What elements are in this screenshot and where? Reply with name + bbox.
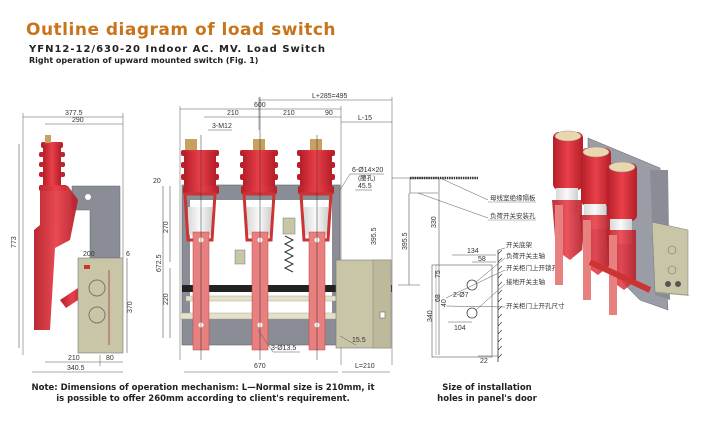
dim-670: 670 xyxy=(254,363,266,370)
dim-200: 200 xyxy=(83,251,95,258)
dim-210-side: 210 xyxy=(68,355,80,362)
caption-line-2: holes in panel's door xyxy=(437,394,537,404)
dim-3-d13-5: 3-Ø13.5 xyxy=(271,345,296,352)
front-view: L+285=495 600 210 210 90 L-15 3-M12 xyxy=(153,93,393,373)
dim-330: 330 xyxy=(431,216,438,228)
dim-672-5: 672.5 xyxy=(156,254,163,272)
dimension-note: Note: Dimensions of operation mechanism:… xyxy=(28,383,378,405)
dim-773: 773 xyxy=(11,236,18,248)
dim-l-plus-285: L+285=495 xyxy=(312,93,348,100)
dim-6: 6 xyxy=(126,251,130,258)
label-door-lock-hole: 开关柜门上开锁孔 xyxy=(506,263,559,272)
dim-pitch-2: 210 xyxy=(283,110,295,117)
dim-20: 20 xyxy=(153,178,161,185)
figure-subtitle: Right operation of upward mounted switch… xyxy=(29,56,259,65)
pole-2 xyxy=(240,97,278,360)
dim-holes: 6-Ø14×20 xyxy=(352,167,383,174)
panel-hole-view: 330 395.5 134 58 75 68 340 40 2-Ø7 104 2… xyxy=(392,176,565,365)
dim-270: 270 xyxy=(163,221,170,233)
dim-3-m12: 3-M12 xyxy=(212,123,232,130)
label-switch-base: 开关底架 xyxy=(506,240,533,249)
pole-3 xyxy=(297,135,335,360)
label-door-hole-size: 开关柜门上开孔尺寸 xyxy=(506,301,565,310)
label-load-switch-shaft: 负荷开关主轴 xyxy=(506,251,546,260)
note-line-2: is possible to offer 260mm according to … xyxy=(56,394,350,404)
dim-104: 104 xyxy=(454,325,466,332)
dim-340: 340 xyxy=(427,310,434,322)
dim-holes-note: (腰孔) xyxy=(358,174,375,182)
dim-80: 80 xyxy=(106,355,114,362)
label-earth-switch-shaft: 接地开关主轴 xyxy=(506,277,546,286)
dim-68: 68 xyxy=(435,294,442,302)
label-busbar-insulation: 母线室绝缘隔板 xyxy=(490,193,536,202)
dim-22: 22 xyxy=(480,358,488,365)
isometric-view xyxy=(552,130,690,315)
model-name: YFN12-12/630-20 Indoor AC. MV. Load Swit… xyxy=(29,44,327,55)
dim-377-5: 377.5 xyxy=(65,110,83,117)
dim-40: 40 xyxy=(441,299,448,307)
panel-view-caption: Size of installation holes in panel's do… xyxy=(432,383,542,405)
dim-340-5: 340.5 xyxy=(67,365,85,372)
caption-line-1: Size of installation xyxy=(442,383,532,393)
dim-220: 220 xyxy=(163,293,170,305)
note-line-1: Note: Dimensions of operation mechanism:… xyxy=(31,383,375,393)
dim-134: 134 xyxy=(467,248,479,255)
dim-l-minus-15: L-15 xyxy=(358,115,372,122)
pole-1 xyxy=(181,135,219,360)
dim-75: 75 xyxy=(435,270,442,278)
dim-290: 290 xyxy=(72,117,84,124)
dim-l-210: L=210 xyxy=(355,363,375,370)
label-switch-mount-hole: 负荷开关安装孔 xyxy=(490,211,536,220)
dim-45-5: 45.5 xyxy=(358,183,372,190)
page-title: Outline diagram of load switch xyxy=(26,20,337,40)
dim-2-d7: 2-Ø7 xyxy=(453,292,469,299)
dim-395-5-label: 395.5 xyxy=(371,227,378,245)
dim-58: 58 xyxy=(478,256,486,263)
side-view: 377.5 290 773 370 200 6 210 xyxy=(11,110,134,373)
dim-370: 370 xyxy=(127,301,134,313)
dim-395-5: 395.5 xyxy=(402,232,409,250)
dim-15-5: 15.5 xyxy=(352,337,366,344)
dim-90: 90 xyxy=(325,110,333,117)
dim-pitch-1: 210 xyxy=(227,110,239,117)
